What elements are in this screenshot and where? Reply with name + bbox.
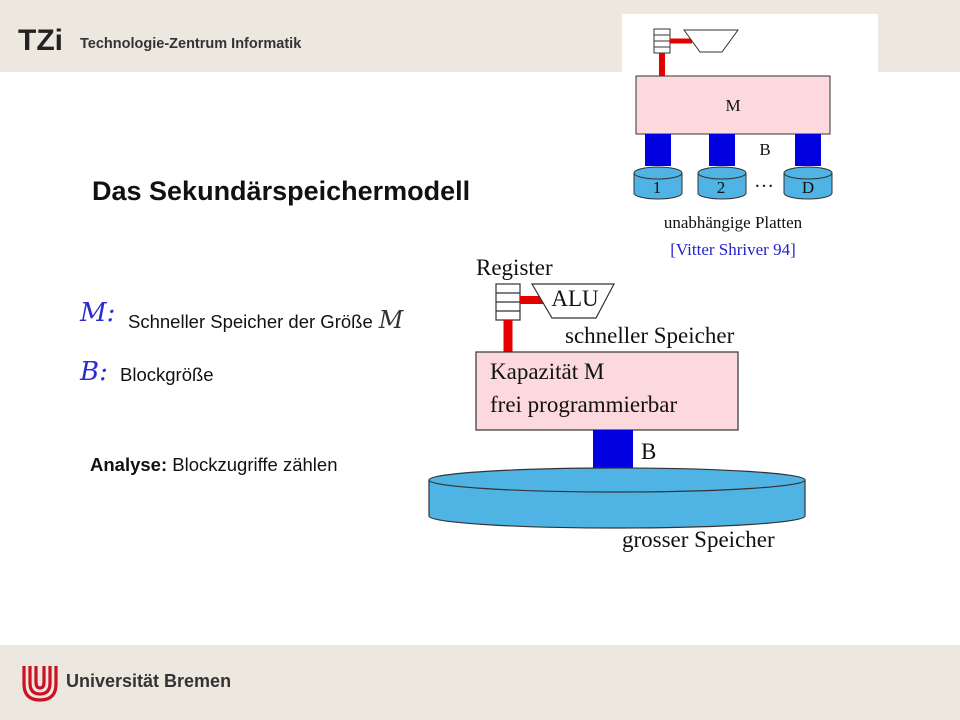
slide-title: Das Sekundärspeichermodell bbox=[92, 176, 471, 206]
definition-b-symbol: B: bbox=[80, 357, 108, 387]
big-memory-label: grosser Speicher bbox=[622, 527, 775, 552]
small-bus-1 bbox=[645, 134, 671, 166]
analysis-text: Blockzugriffe zählen bbox=[172, 454, 338, 475]
block-bus-label: B bbox=[641, 439, 656, 464]
definition-m-trailing-symbol: M bbox=[378, 306, 404, 334]
disk-1 bbox=[633, 166, 683, 200]
disk-2 bbox=[697, 166, 747, 200]
analysis-label: Analyse: bbox=[90, 454, 168, 475]
small-memory-box bbox=[635, 75, 831, 135]
disk-d-label: D bbox=[802, 178, 814, 197]
small-bus-d bbox=[795, 134, 821, 166]
institute-name: Technologie-Zentrum Informatik bbox=[80, 36, 302, 52]
alu-icon bbox=[530, 283, 615, 319]
alu-label: ALU bbox=[551, 286, 599, 311]
disks-caption: unabhängige Platten bbox=[664, 213, 803, 232]
fast-memory-box bbox=[475, 351, 739, 431]
university-name: Universität Bremen bbox=[66, 671, 232, 691]
block-bus bbox=[593, 430, 633, 470]
definition-m-description: Schneller Speicher der Größe bbox=[128, 311, 373, 332]
footer-bar bbox=[0, 645, 960, 720]
definition-m-symbol: M: bbox=[80, 298, 116, 328]
small-bus-label: B bbox=[759, 140, 770, 159]
capacity-line-2: frei programmierbar bbox=[490, 392, 677, 417]
disk-d bbox=[783, 166, 833, 200]
disk-1-label: 1 bbox=[653, 178, 662, 197]
citation: [Vitter Shriver 94] bbox=[670, 240, 796, 259]
register-icon bbox=[495, 283, 521, 321]
analysis-line: Analyse: Blockzugriffe zählen bbox=[90, 454, 338, 476]
register-label: Register bbox=[476, 255, 553, 280]
small-memory-label: M bbox=[725, 96, 740, 115]
small-bus-2 bbox=[709, 134, 735, 166]
capacity-line-1: Kapazität M bbox=[490, 359, 604, 384]
disk-ellipsis: … bbox=[754, 170, 774, 192]
small-alu-icon bbox=[683, 29, 739, 53]
fast-memory-label: schneller Speicher bbox=[565, 323, 735, 348]
definition-b-text: Blockgröße bbox=[120, 364, 214, 385]
disk-2-label: 2 bbox=[717, 178, 726, 197]
big-memory-disk bbox=[428, 467, 806, 529]
